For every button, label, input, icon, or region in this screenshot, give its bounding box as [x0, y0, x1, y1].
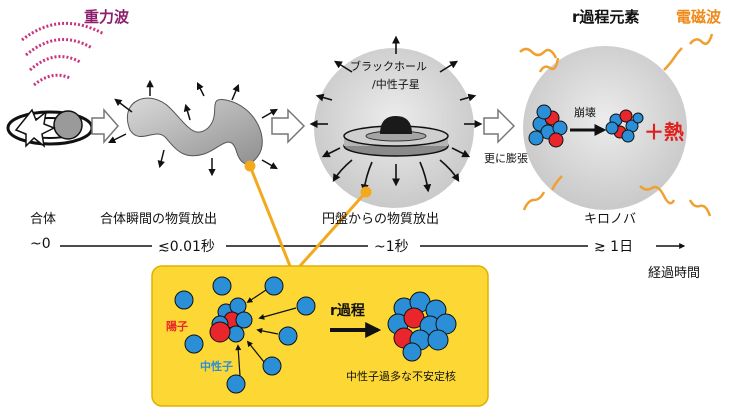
nucleus-small-icon: [528, 104, 568, 148]
accretion-disk: [343, 116, 449, 157]
r-process-label: r過程: [330, 303, 365, 319]
heat-label: ＋熱: [644, 120, 684, 144]
stage-label-disk-ejecta: 円盤からの物質放出: [322, 212, 440, 227]
timeline-tick-2: ~1秒: [374, 239, 409, 255]
neutron-label: 中性子: [200, 360, 233, 373]
stage-label-kilonova: キロノバ: [584, 212, 637, 227]
timeline-tick-3: ≳ 1日: [594, 239, 634, 255]
inset-neutrons-free: [174, 276, 316, 394]
r-process-elements-label: r過程元素: [572, 8, 640, 26]
inset-heavy-nucleus: [387, 291, 457, 362]
stage-label-dynamical-ejecta: 合体瞬間の物質放出: [100, 212, 218, 227]
gravitational-wave-arcs: [21, 21, 105, 87]
proton-label: 陽子: [166, 320, 188, 333]
merger-binary-icon: [6, 108, 94, 148]
stage-arrows: [91, 108, 516, 144]
timeline-tick-0: ~0: [30, 236, 51, 252]
elapsed-time-label: 経過時間: [648, 266, 701, 281]
collapse-label: 崩壊: [574, 106, 596, 119]
inset-capture-arrows: [235, 289, 297, 377]
gravitational-wave-label: 重力波: [84, 8, 130, 26]
black-hole-label-line2: /中性子星: [372, 78, 420, 91]
inset-seed-nucleus: [209, 297, 253, 343]
electromagnetic-wave-label: 電磁波: [676, 8, 722, 26]
unstable-nuclei-label: 中性子過多な不安定核: [346, 370, 456, 383]
decay-products-icon: [605, 109, 644, 143]
timeline-tick-1: ≲0.01秒: [158, 239, 215, 255]
inset-connectors: [244, 160, 372, 267]
black-hole-label-line1: ブラックホール: [350, 60, 427, 73]
tidal-ejecta-arrows: [107, 79, 278, 177]
stage-label-merger: 合体: [30, 212, 57, 227]
tidal-ejecta-shape: [127, 97, 263, 165]
further-expansion-label: 更に膨張: [484, 152, 528, 165]
electromagnetic-wave-squiggles: [519, 33, 714, 217]
disk-wind-arrows: [309, 35, 483, 193]
